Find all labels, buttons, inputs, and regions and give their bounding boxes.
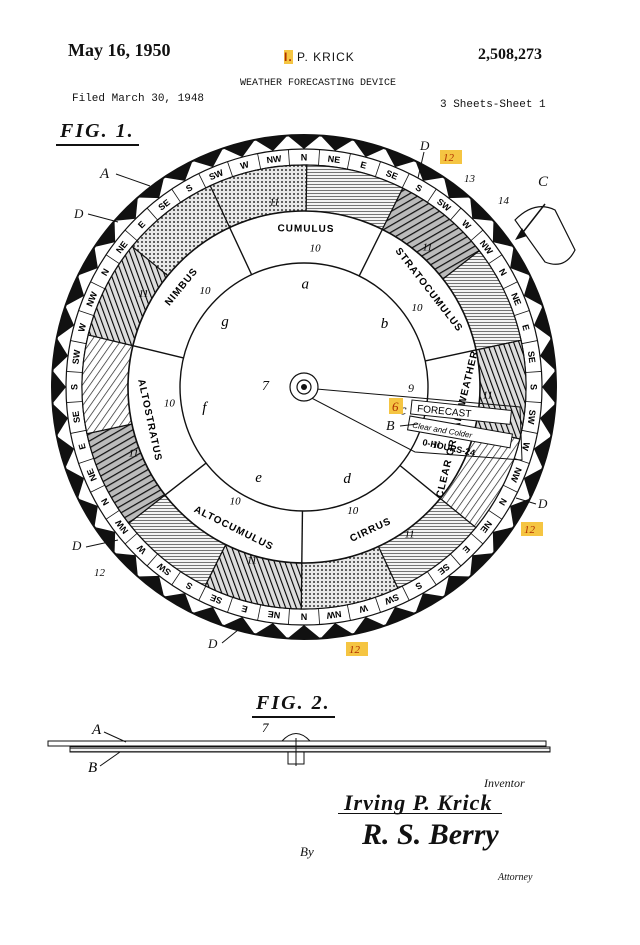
ref-C: C: [538, 174, 549, 190]
ref-13: 13: [464, 173, 476, 185]
ref-11: 11: [128, 447, 138, 459]
ref-D-left: D: [73, 206, 84, 221]
compass-token: SW: [526, 409, 538, 425]
compass-token: SE: [384, 168, 399, 182]
sector-letter: b: [381, 316, 389, 332]
compass-token: E: [461, 544, 472, 555]
sector-letter: c: [400, 402, 407, 418]
ref-10: 10: [199, 285, 211, 297]
compass-token: W: [520, 441, 532, 452]
attorney-caption: Attorney: [498, 872, 533, 883]
ref-D-bottom: D: [207, 636, 218, 651]
compass-token: S: [529, 384, 539, 390]
ref-10: 10: [230, 495, 242, 507]
compass-token: SE: [71, 410, 82, 423]
compass-token: SE: [209, 592, 224, 606]
sector-letter: g: [221, 314, 229, 330]
compass-token: S: [414, 182, 424, 194]
compass-token: N: [301, 612, 308, 622]
compass-token: NW: [266, 153, 283, 165]
center-hub: [289, 372, 319, 402]
ref-9: 9: [408, 381, 414, 395]
compass-token: W: [76, 322, 88, 333]
compass-token: N: [497, 267, 509, 278]
figure-1-label: FIG. 1.: [56, 120, 139, 146]
compass-token: E: [240, 603, 248, 614]
patent-date: May 16, 1950: [68, 40, 171, 60]
compass-token: E: [136, 219, 147, 230]
cloud-type-label: CUMULUS: [277, 223, 334, 235]
ref-A: A: [99, 166, 110, 182]
compass-token: S: [184, 182, 194, 194]
ref-11-pointer: 11: [432, 440, 441, 451]
compass-token: E: [77, 442, 88, 450]
ref-B-fig2: B: [88, 760, 97, 776]
sector-letter: f: [202, 400, 208, 416]
ref-12-left: 12: [94, 567, 106, 579]
ref-11: 11: [269, 196, 279, 208]
compass-token: W: [358, 603, 369, 615]
sector-letter: e: [255, 470, 262, 486]
adjustment-knob[interactable]: [514, 203, 576, 265]
ref-D-top: D: [419, 138, 430, 153]
compass-token: NE: [85, 467, 99, 482]
ref-10: 10: [347, 505, 359, 517]
ref-6: 6: [392, 399, 399, 414]
ref-11: 11: [404, 529, 414, 541]
compass-token: NE: [327, 154, 341, 166]
ref-12-right: 12: [524, 524, 536, 536]
compass-token: N: [497, 496, 509, 507]
ref-10: 10: [411, 302, 423, 314]
compass-token: N: [301, 152, 308, 162]
compass-token: NE: [267, 609, 281, 621]
ref-6-highlight: [389, 398, 403, 414]
cloud-image-panel: [81, 334, 134, 435]
compass-token: E: [520, 323, 531, 331]
ref-A-fig2: A: [91, 722, 102, 738]
compass-token: N: [99, 496, 111, 507]
ref-7-fig2: 7: [262, 720, 269, 735]
patent-number: 2,508,273: [478, 46, 542, 63]
sector-letter: a: [302, 276, 310, 292]
inventor-initial: I.: [284, 50, 293, 64]
inventor-header: I. P. KRICK: [284, 50, 355, 64]
ref-D-right: D: [537, 496, 548, 511]
ref-12-top: 12: [443, 152, 455, 164]
compass-token: NE: [509, 291, 523, 306]
sector-letter: d: [343, 471, 351, 487]
inventor-caption: Inventor: [484, 776, 525, 790]
sheet-count: 3 Sheets-Sheet 1: [440, 99, 546, 111]
by-caption: By: [300, 844, 314, 859]
compass-token: S: [414, 580, 424, 592]
ref-10: 10: [164, 397, 176, 409]
ref-11: 11: [483, 389, 493, 401]
ref-11: 11: [422, 242, 432, 254]
ref-12-bottom: 12: [349, 644, 361, 656]
inventor-signature: Irving P. Krick: [337, 790, 503, 815]
attorney-signature: R. S. Berry: [362, 818, 499, 851]
filed-date: Filed March 30, 1948: [72, 93, 205, 105]
ref-11: 11: [247, 554, 257, 566]
compass-token: S: [184, 580, 194, 592]
compass-token: N: [99, 267, 111, 278]
patent-title: WEATHER FORECASTING DEVICE: [240, 78, 397, 89]
compass-token: E: [359, 160, 367, 171]
ref-10: 10: [310, 242, 322, 254]
inventor-name: P. KRICK: [297, 50, 355, 64]
compass-token: S: [69, 384, 79, 390]
compass-token: SW: [70, 349, 82, 365]
ref-7: 7: [262, 379, 270, 394]
figure-2-side-view: A B 7: [47, 720, 551, 776]
ref-14: 14: [498, 195, 510, 207]
figure-2-label: FIG. 2.: [252, 692, 335, 718]
compass-token: NW: [325, 609, 342, 621]
compass-token: SE: [526, 350, 537, 363]
ref-D-bottom-left: D: [71, 538, 82, 553]
ref-B: B: [386, 419, 395, 434]
compass-token: W: [239, 159, 250, 171]
ref-11: 11: [138, 288, 148, 300]
